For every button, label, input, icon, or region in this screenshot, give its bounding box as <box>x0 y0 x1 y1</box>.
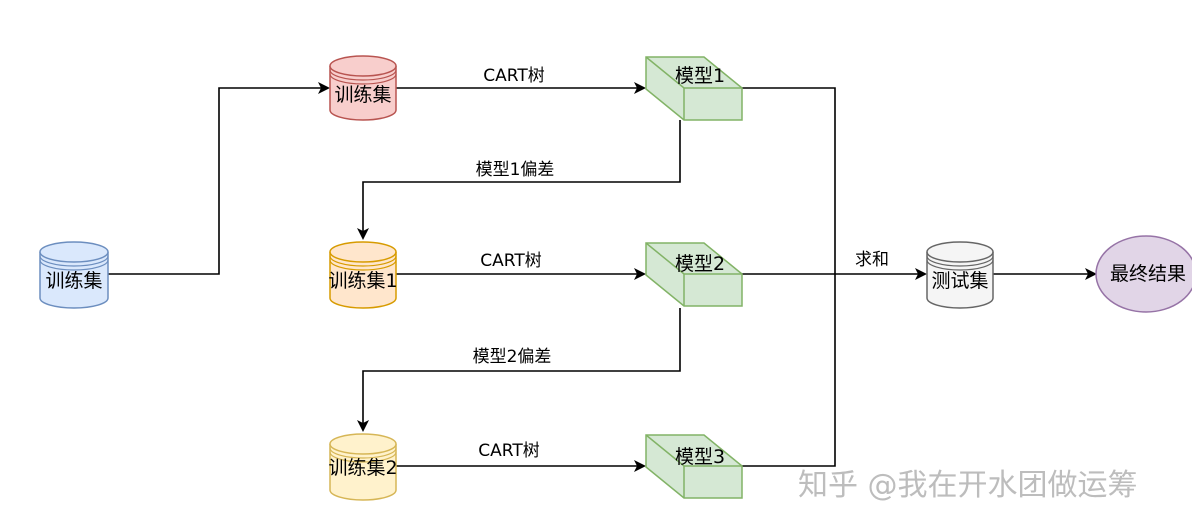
db-train-set-main: 训练集 <box>39 241 109 309</box>
label-cart-tree-2: CART树 <box>480 251 541 271</box>
edge-model1-bias <box>357 120 681 240</box>
edge-model2-bias <box>357 308 681 432</box>
train-set-top-label: 训练集 <box>334 84 391 106</box>
model-1-label: 模型1 <box>675 65 725 87</box>
db-train-set-2: 训练集2 <box>328 433 398 501</box>
test-set-label: 测试集 <box>931 270 988 292</box>
db-test-set: 测试集 <box>926 241 994 309</box>
train-set-1-label: 训练集1 <box>328 270 397 292</box>
train-set-2-label: 训练集2 <box>328 457 397 479</box>
edge-labels: CART树 模型1偏差 CART树 模型2偏差 CART树 求和 <box>473 66 889 461</box>
db-train-set-top: 训练集 <box>329 55 397 121</box>
edges <box>108 82 1097 472</box>
cube-model-2: 模型2 <box>645 242 743 307</box>
model-3-label: 模型3 <box>675 446 725 468</box>
cube-model-1: 模型1 <box>645 56 743 121</box>
db-train-set-1: 训练集1 <box>328 241 398 309</box>
label-cart-tree-3: CART树 <box>478 441 539 461</box>
edge-main-to-train-top <box>108 82 330 275</box>
label-cart-tree-1: CART树 <box>483 66 544 86</box>
cube-model-3: 模型3 <box>645 434 743 499</box>
watermark: 知乎 @我在开水团做运筹 <box>798 468 1138 503</box>
final-result-label: 最终结果 <box>1110 263 1186 285</box>
train-set-main-label: 训练集 <box>45 270 102 292</box>
model-2-label: 模型2 <box>675 253 725 275</box>
label-sum: 求和 <box>855 250 889 270</box>
edge-model3-to-sum <box>742 274 836 467</box>
ellipse-final-result: 最终结果 <box>1095 235 1192 313</box>
edge-model1-to-sum <box>742 87 836 274</box>
label-model2-bias: 模型2偏差 <box>473 347 552 367</box>
label-model1-bias: 模型1偏差 <box>476 160 555 180</box>
